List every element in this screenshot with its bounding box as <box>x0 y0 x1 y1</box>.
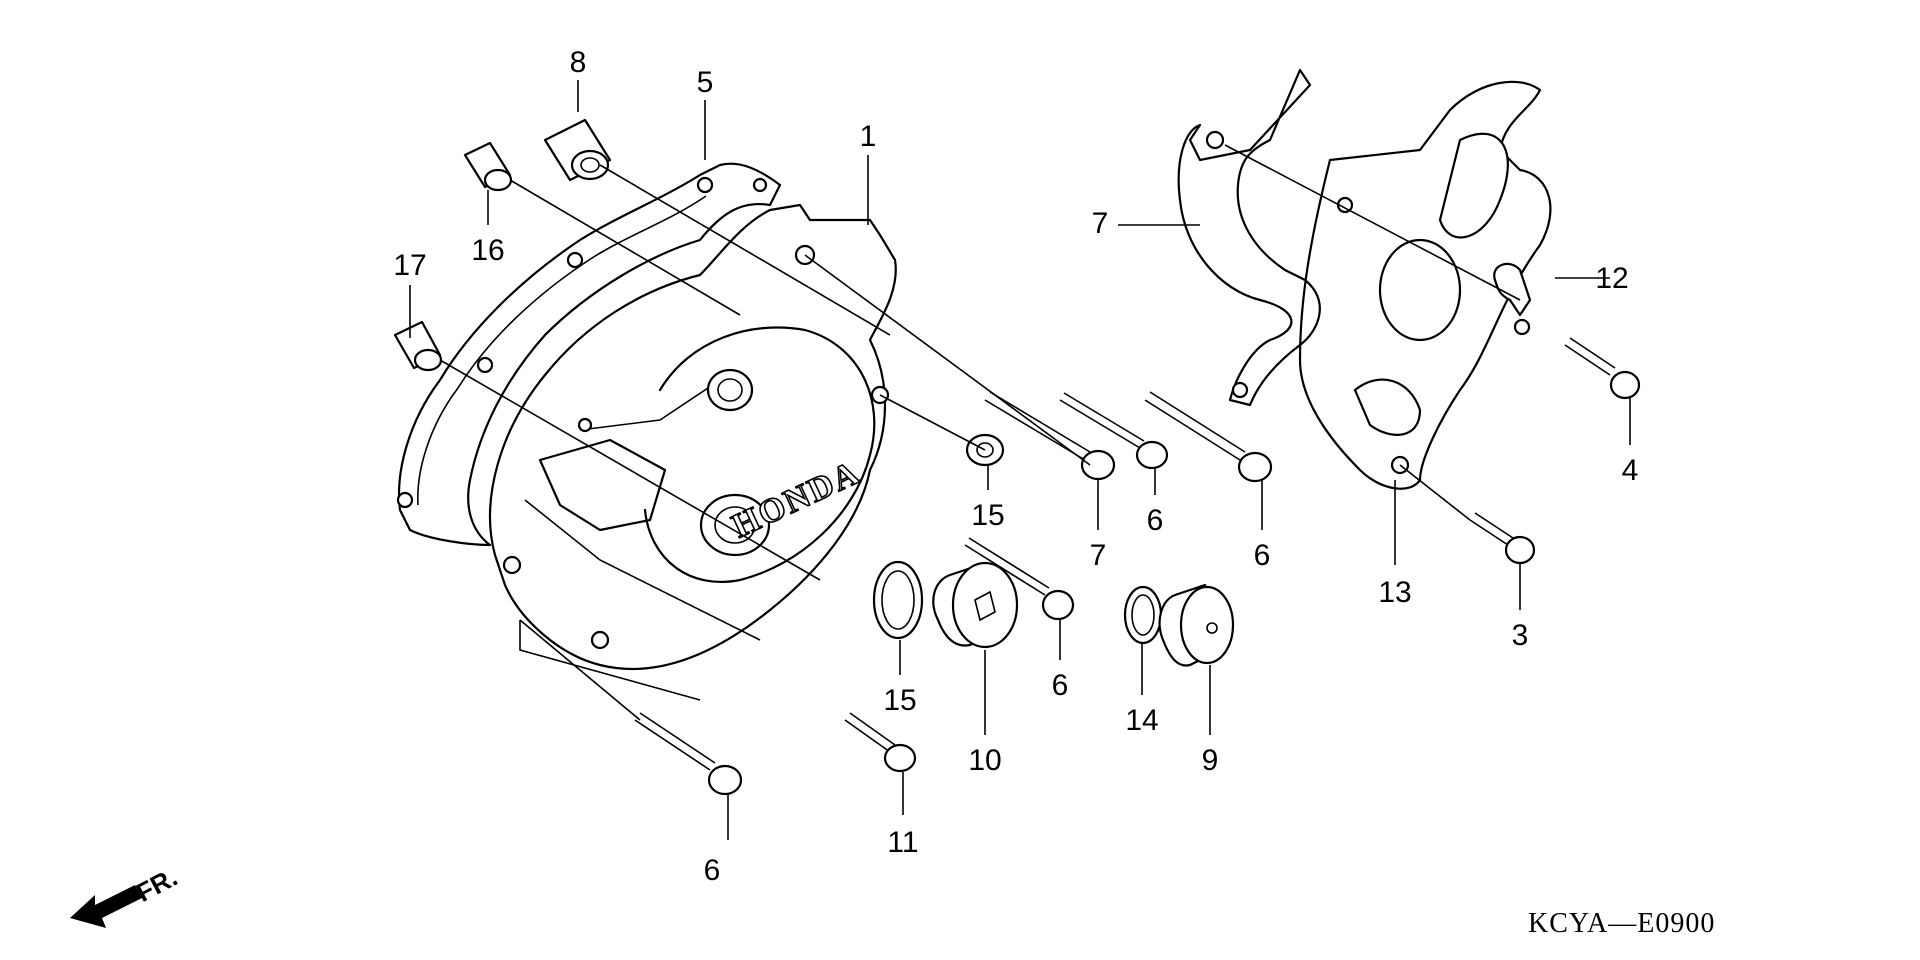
callout-numbers: 1 7 13 5 11 6 6 6 7 6 8 9 10 12 14 15 15… <box>393 46 1639 887</box>
callout-1: 1 <box>860 120 877 153</box>
callout-2: 7 <box>1092 207 1109 240</box>
callout-12: 14 <box>1125 704 1158 737</box>
front-direction-arrow: FR. <box>70 862 182 928</box>
plug-9 <box>1158 583 1235 667</box>
dowel-pin-8 <box>543 118 612 182</box>
callout-6-lower: 6 <box>1052 669 1069 702</box>
cover-plate-2 <box>1177 68 1321 407</box>
guide-lines <box>439 144 1521 721</box>
callout-3: 13 <box>1378 576 1411 609</box>
callout-6-mid: 6 <box>1147 504 1164 537</box>
bolt-7-right <box>1144 391 1273 483</box>
callout-6-bottom: 6 <box>704 854 721 887</box>
direction-label: FR. <box>131 862 182 908</box>
callout-7-right: 6 <box>1254 539 1271 572</box>
callout-9: 9 <box>1202 744 1219 777</box>
o-ring-13 <box>872 560 924 640</box>
bolt-6-lower <box>964 537 1075 621</box>
gasket <box>396 162 782 547</box>
bolt-16 <box>1469 512 1536 565</box>
plug-10 <box>932 561 1019 649</box>
callout-14: 15 <box>971 499 1004 532</box>
callout-15-lower: 17 <box>393 249 426 282</box>
callout-13: 15 <box>883 684 916 717</box>
callout-15-upper: 16 <box>471 234 504 267</box>
sprocket-cover-3 <box>1298 80 1552 490</box>
clamp-11 <box>1493 262 1532 336</box>
crankcase-cover: HONDA <box>489 203 897 670</box>
bolt-5 <box>844 712 917 773</box>
callout-10: 10 <box>968 744 1001 777</box>
callout-5: 11 <box>887 826 918 859</box>
drawing-code: KCYA—E0900 <box>1528 908 1715 939</box>
bolt-6-bottom <box>634 712 743 796</box>
callout-17: 4 <box>1622 454 1639 487</box>
dowel-pin-15-lower <box>393 320 443 372</box>
bolt-6-mid <box>1059 392 1169 470</box>
dowel-pin-15-upper <box>463 141 513 192</box>
callout-8: 8 <box>570 46 587 79</box>
callout-7-left: 7 <box>1090 539 1107 572</box>
callout-16: 3 <box>1512 619 1529 652</box>
callout-11: 12 <box>1595 262 1628 295</box>
bolt-17 <box>1564 337 1641 400</box>
callout-4: 5 <box>697 66 714 99</box>
o-ring-12 <box>1123 585 1163 645</box>
callout-leaders <box>409 80 1631 840</box>
